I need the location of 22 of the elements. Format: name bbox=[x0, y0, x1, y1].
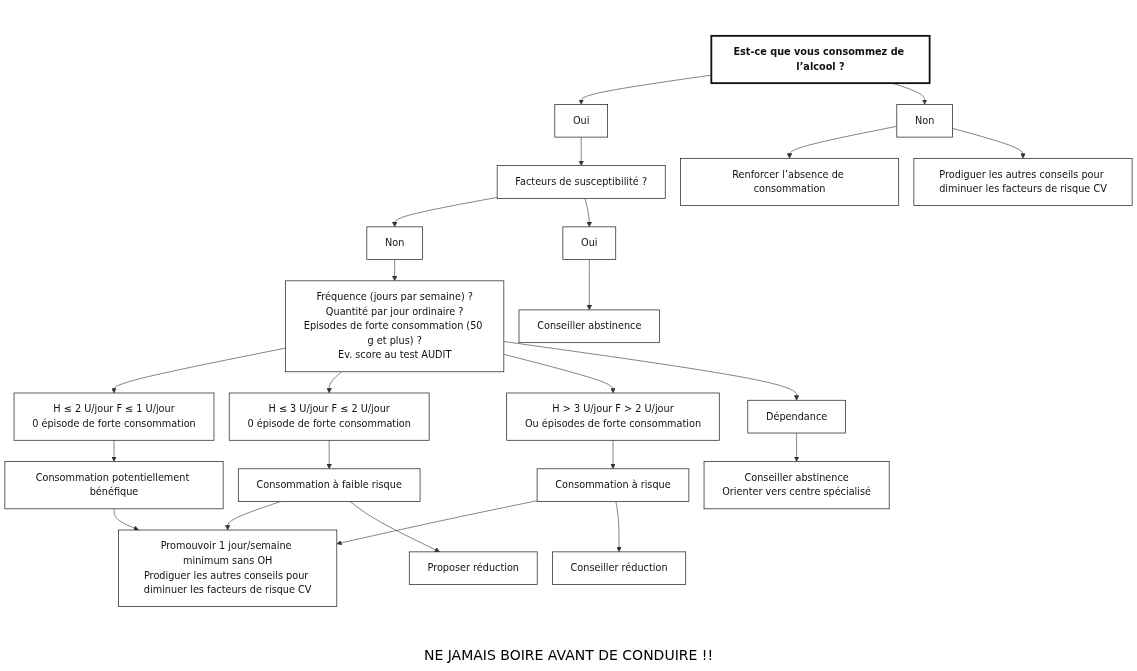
node-box: H > 3 U/jour F > 2 U/jour Ou épisodes de forte consommation bbox=[506, 393, 720, 441]
node-box: Consommation potentiellement bénéfique bbox=[4, 461, 224, 510]
node-box: Non bbox=[366, 226, 423, 261]
node-box: Dépendance bbox=[747, 400, 846, 434]
node-box: Conseiller abstinence bbox=[518, 309, 660, 344]
node-box: Non bbox=[896, 104, 953, 138]
node-box: Conseiller réduction bbox=[552, 551, 687, 586]
node-box: H ≤ 3 U/jour F ≤ 2 U/jour 0 épisode de forte consommation bbox=[228, 393, 430, 441]
node-box: Facteurs de susceptibilité ? bbox=[496, 165, 666, 200]
node-box: Est-ce que vous consommez de l’alcool ? bbox=[710, 35, 931, 85]
node-box: Fréquence (jours par semaine) ? Quantité par jour ordinaire ? Episodes de forte consommation (50 g et plus) ? Ev. score au test AUDIT bbox=[285, 280, 505, 373]
node-box: Prodiguer les autres conseils pour diminuer les facteurs de risque CV bbox=[913, 158, 1133, 207]
node-box: Renforcer l’absence de consommation bbox=[680, 158, 900, 207]
node-box: Consommation à risque bbox=[536, 468, 690, 503]
node-box: H ≤ 2 U/jour F ≤ 1 U/jour 0 épisode de forte consommation bbox=[13, 393, 215, 441]
node-box: Proposer réduction bbox=[408, 551, 538, 586]
node-box: Consommation à faible risque bbox=[237, 468, 421, 503]
node-box: Oui bbox=[562, 226, 617, 261]
warning-note: NE JAMAIS BOIRE AVANT DE CONDUIRE !! bbox=[423, 647, 713, 663]
node-box: Conseiller abstinence Orienter vers centre spécialisé bbox=[703, 461, 890, 510]
node-box: Promouvoir 1 jour/semaine minimum sans OH Prodiguer les autres conseils pour diminuer les facteurs de risque CV bbox=[118, 530, 338, 608]
node-box: Oui bbox=[554, 104, 608, 138]
